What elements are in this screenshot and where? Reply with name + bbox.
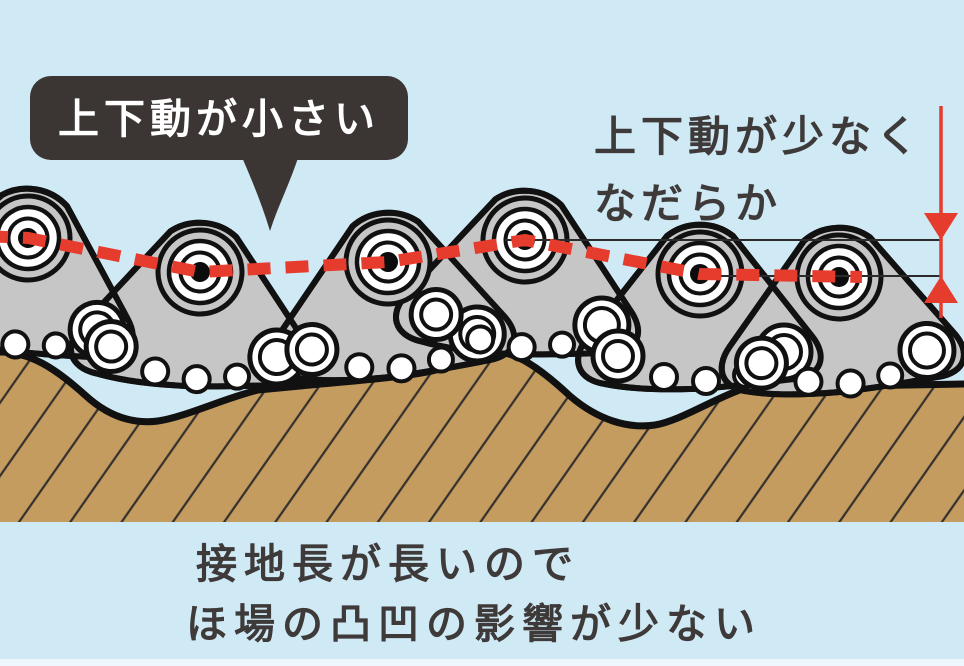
caption: 接地長が長いので ほ場の凸凹の影響が少ない	[186, 541, 762, 647]
amplitude-measure	[924, 106, 958, 318]
speech-bubble: 上下動が小さい	[30, 76, 408, 231]
speech-bubble-tail	[241, 155, 299, 231]
center-path-dashed-line	[0, 230, 863, 283]
smoothness-annotation-line2: なだらか	[594, 180, 782, 227]
smoothness-annotation: 上下動が少なく なだらか	[594, 113, 923, 227]
bottom-edge-strip	[0, 659, 964, 666]
caption-line2: ほ場の凸凹の影響が少ない	[186, 601, 762, 647]
arrow-down-icon	[924, 213, 958, 240]
smoothness-annotation-line1: 上下動が少なく	[594, 113, 923, 160]
speech-bubble-text: 上下動が小さい	[58, 96, 380, 142]
caption-line1: 接地長が長いので	[196, 541, 580, 587]
arrow-up-icon	[924, 276, 958, 303]
